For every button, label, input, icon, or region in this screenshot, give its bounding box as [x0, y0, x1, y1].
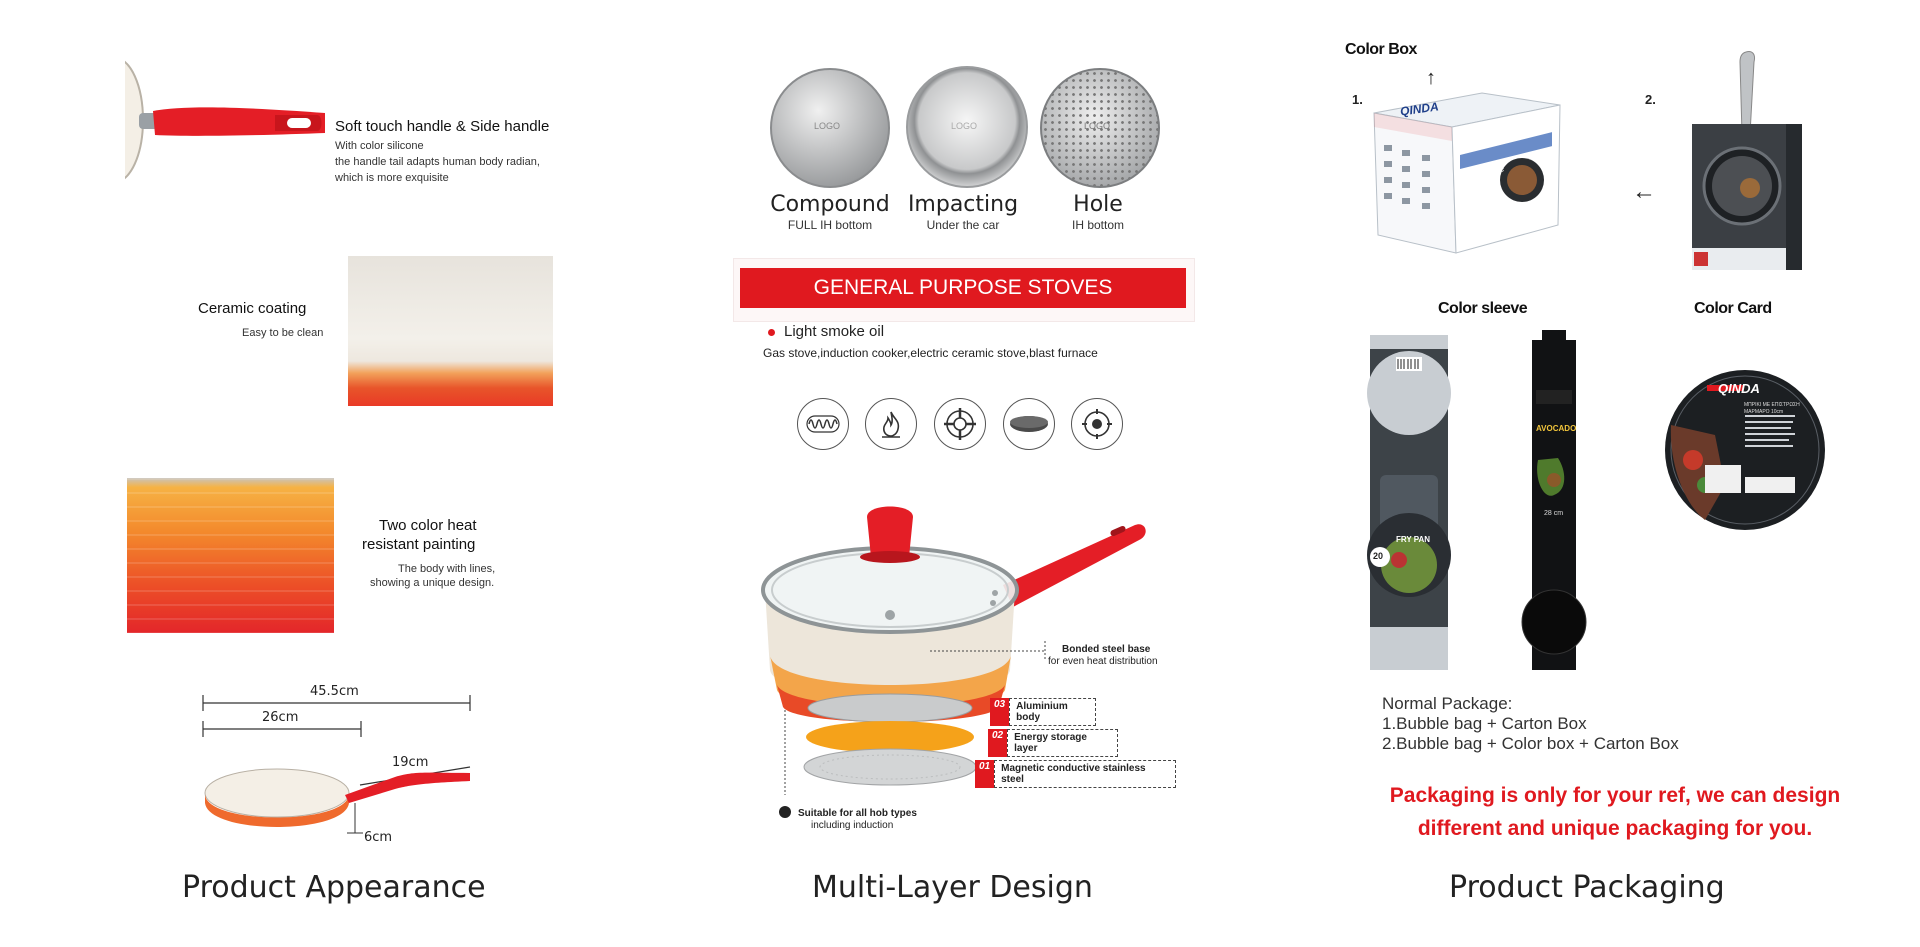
dim-height: 6cm	[364, 830, 393, 845]
layer-03-name: Aluminium body	[1009, 698, 1097, 726]
card-line-1: ΜΠΡΙΚΙ ΜΕ ΕΠΙΣΤΡΩΣΗ	[1744, 402, 1800, 408]
base-title: Bonded steel base	[1062, 644, 1151, 655]
arrow-left-icon: ←	[1632, 178, 1656, 205]
disc-impacting	[906, 66, 1028, 188]
disc-compound	[770, 68, 890, 188]
paint-sub-1: The body with lines,	[398, 563, 496, 575]
num-2: 2.	[1645, 92, 1656, 107]
arrow-up-icon: ↑	[1426, 67, 1436, 89]
disc-logo-2: LOGO	[951, 121, 978, 131]
handle-title: Soft touch handle & Side handle	[335, 118, 550, 135]
coating-title: Ceramic coating	[198, 300, 307, 317]
paint-sub-2: showing a unique design.	[370, 577, 495, 589]
sleeve-avocado: AVOCADO	[1536, 424, 1577, 433]
coating-sub: Easy to be clean	[242, 327, 324, 339]
disc-hole	[1040, 68, 1160, 188]
disc-sub-compound: FULL IH bottom	[787, 218, 873, 232]
disc-logo-1: LOGO	[814, 121, 841, 131]
pan-box-image	[1690, 48, 1805, 273]
caption-packaging: Product Packaging	[1449, 870, 1725, 905]
num-1: 1.	[1352, 92, 1363, 107]
hob-title: Suitable for all hob types	[798, 808, 917, 819]
layer-02: 02 Energy storage layer	[988, 729, 1119, 757]
gas-burner-icon	[934, 398, 986, 450]
disc-logo-3: LOGO	[1084, 121, 1111, 131]
normal-line-2: 2.Bubble bag + Color box + Carton Box	[1382, 734, 1679, 753]
stoves-banner: GENERAL PURPOSE STOVES	[740, 268, 1186, 308]
disc-sub-hole: IH bottom	[1071, 218, 1125, 232]
color-card-image	[1665, 365, 1825, 535]
sleeve-size-20: 20	[1373, 551, 1384, 561]
layer-01: 01 Magnetic conductive stainless steel	[975, 760, 1177, 788]
layer-03-num: 03	[990, 698, 1010, 726]
paint-title-2: resistant painting	[362, 536, 476, 553]
normal-line-1: 1.Bubble bag + Carton Box	[1382, 714, 1587, 733]
color-box-image	[1372, 75, 1562, 260]
handle-line-2: the handle tail adapts human body radian…	[335, 156, 540, 168]
packaging-note-1: Packaging is only for your ref, we can d…	[1389, 784, 1841, 807]
induction-icon	[1071, 398, 1123, 450]
handle-photo	[86, 55, 325, 185]
hob-sub: including induction	[811, 820, 894, 831]
packaging-note-2: different and unique packaging for you.	[1417, 817, 1813, 840]
stoves-text: Gas stove,induction cooker,electric cera…	[763, 346, 1098, 360]
handle-line-1: With color silicone	[335, 140, 424, 152]
bullet-text: Light smoke oil	[784, 323, 885, 340]
card-brand: QINDA	[1718, 381, 1760, 396]
color-sleeve-title: Color sleeve	[1438, 300, 1528, 317]
color-box-title: Color Box	[1345, 41, 1417, 58]
paint-photo	[127, 478, 334, 633]
coating-photo	[348, 256, 553, 406]
disc-label-impacting: Impacting	[907, 192, 1019, 217]
dim-handle: 19cm	[392, 755, 429, 770]
layer-01-num: 01	[975, 760, 995, 788]
disc-label-hole: Hole	[1073, 192, 1123, 217]
multilayer-pan-illustration	[745, 495, 1155, 801]
sleeve-size-28: 28 cm	[1544, 510, 1564, 517]
color-card-title: Color Card	[1694, 300, 1772, 317]
paint-title-1: Two color heat	[379, 517, 477, 534]
disc-label-compound: Compound	[770, 192, 890, 217]
dim-total: 45.5cm	[310, 684, 359, 699]
normal-title: Normal Package:	[1382, 694, 1513, 713]
layer-02-name: Energy storage layer	[1007, 729, 1119, 757]
disc-sub-impacting: Under the car	[926, 218, 1000, 232]
flame-icon	[865, 398, 917, 450]
layer-03: 03 Aluminium body	[990, 698, 1097, 726]
caption-appearance: Product Appearance	[182, 870, 486, 905]
hotplate-icon	[1003, 398, 1055, 450]
base-sub: for even heat distribution	[1048, 656, 1158, 667]
dim-diameter: 26cm	[262, 710, 299, 725]
coil-stove-icon	[797, 398, 849, 450]
card-line-2: ΜΑΡΜΑΡΟ 10cm	[1744, 409, 1784, 415]
sleeve-grey	[1366, 335, 1452, 670]
bullet-dot	[768, 329, 775, 336]
hob-icon	[779, 806, 791, 818]
layer-01-name: Magnetic conductive stainless steel	[994, 760, 1177, 788]
handle-line-3: which is more exquisite	[335, 172, 449, 184]
caption-multilayer: Multi-Layer Design	[812, 870, 1093, 905]
sleeve-black	[1514, 330, 1594, 670]
layer-02-num: 02	[988, 729, 1008, 757]
sleeve-fry-pan: FRY PAN	[1396, 535, 1431, 544]
dimension-diagram	[195, 685, 485, 855]
